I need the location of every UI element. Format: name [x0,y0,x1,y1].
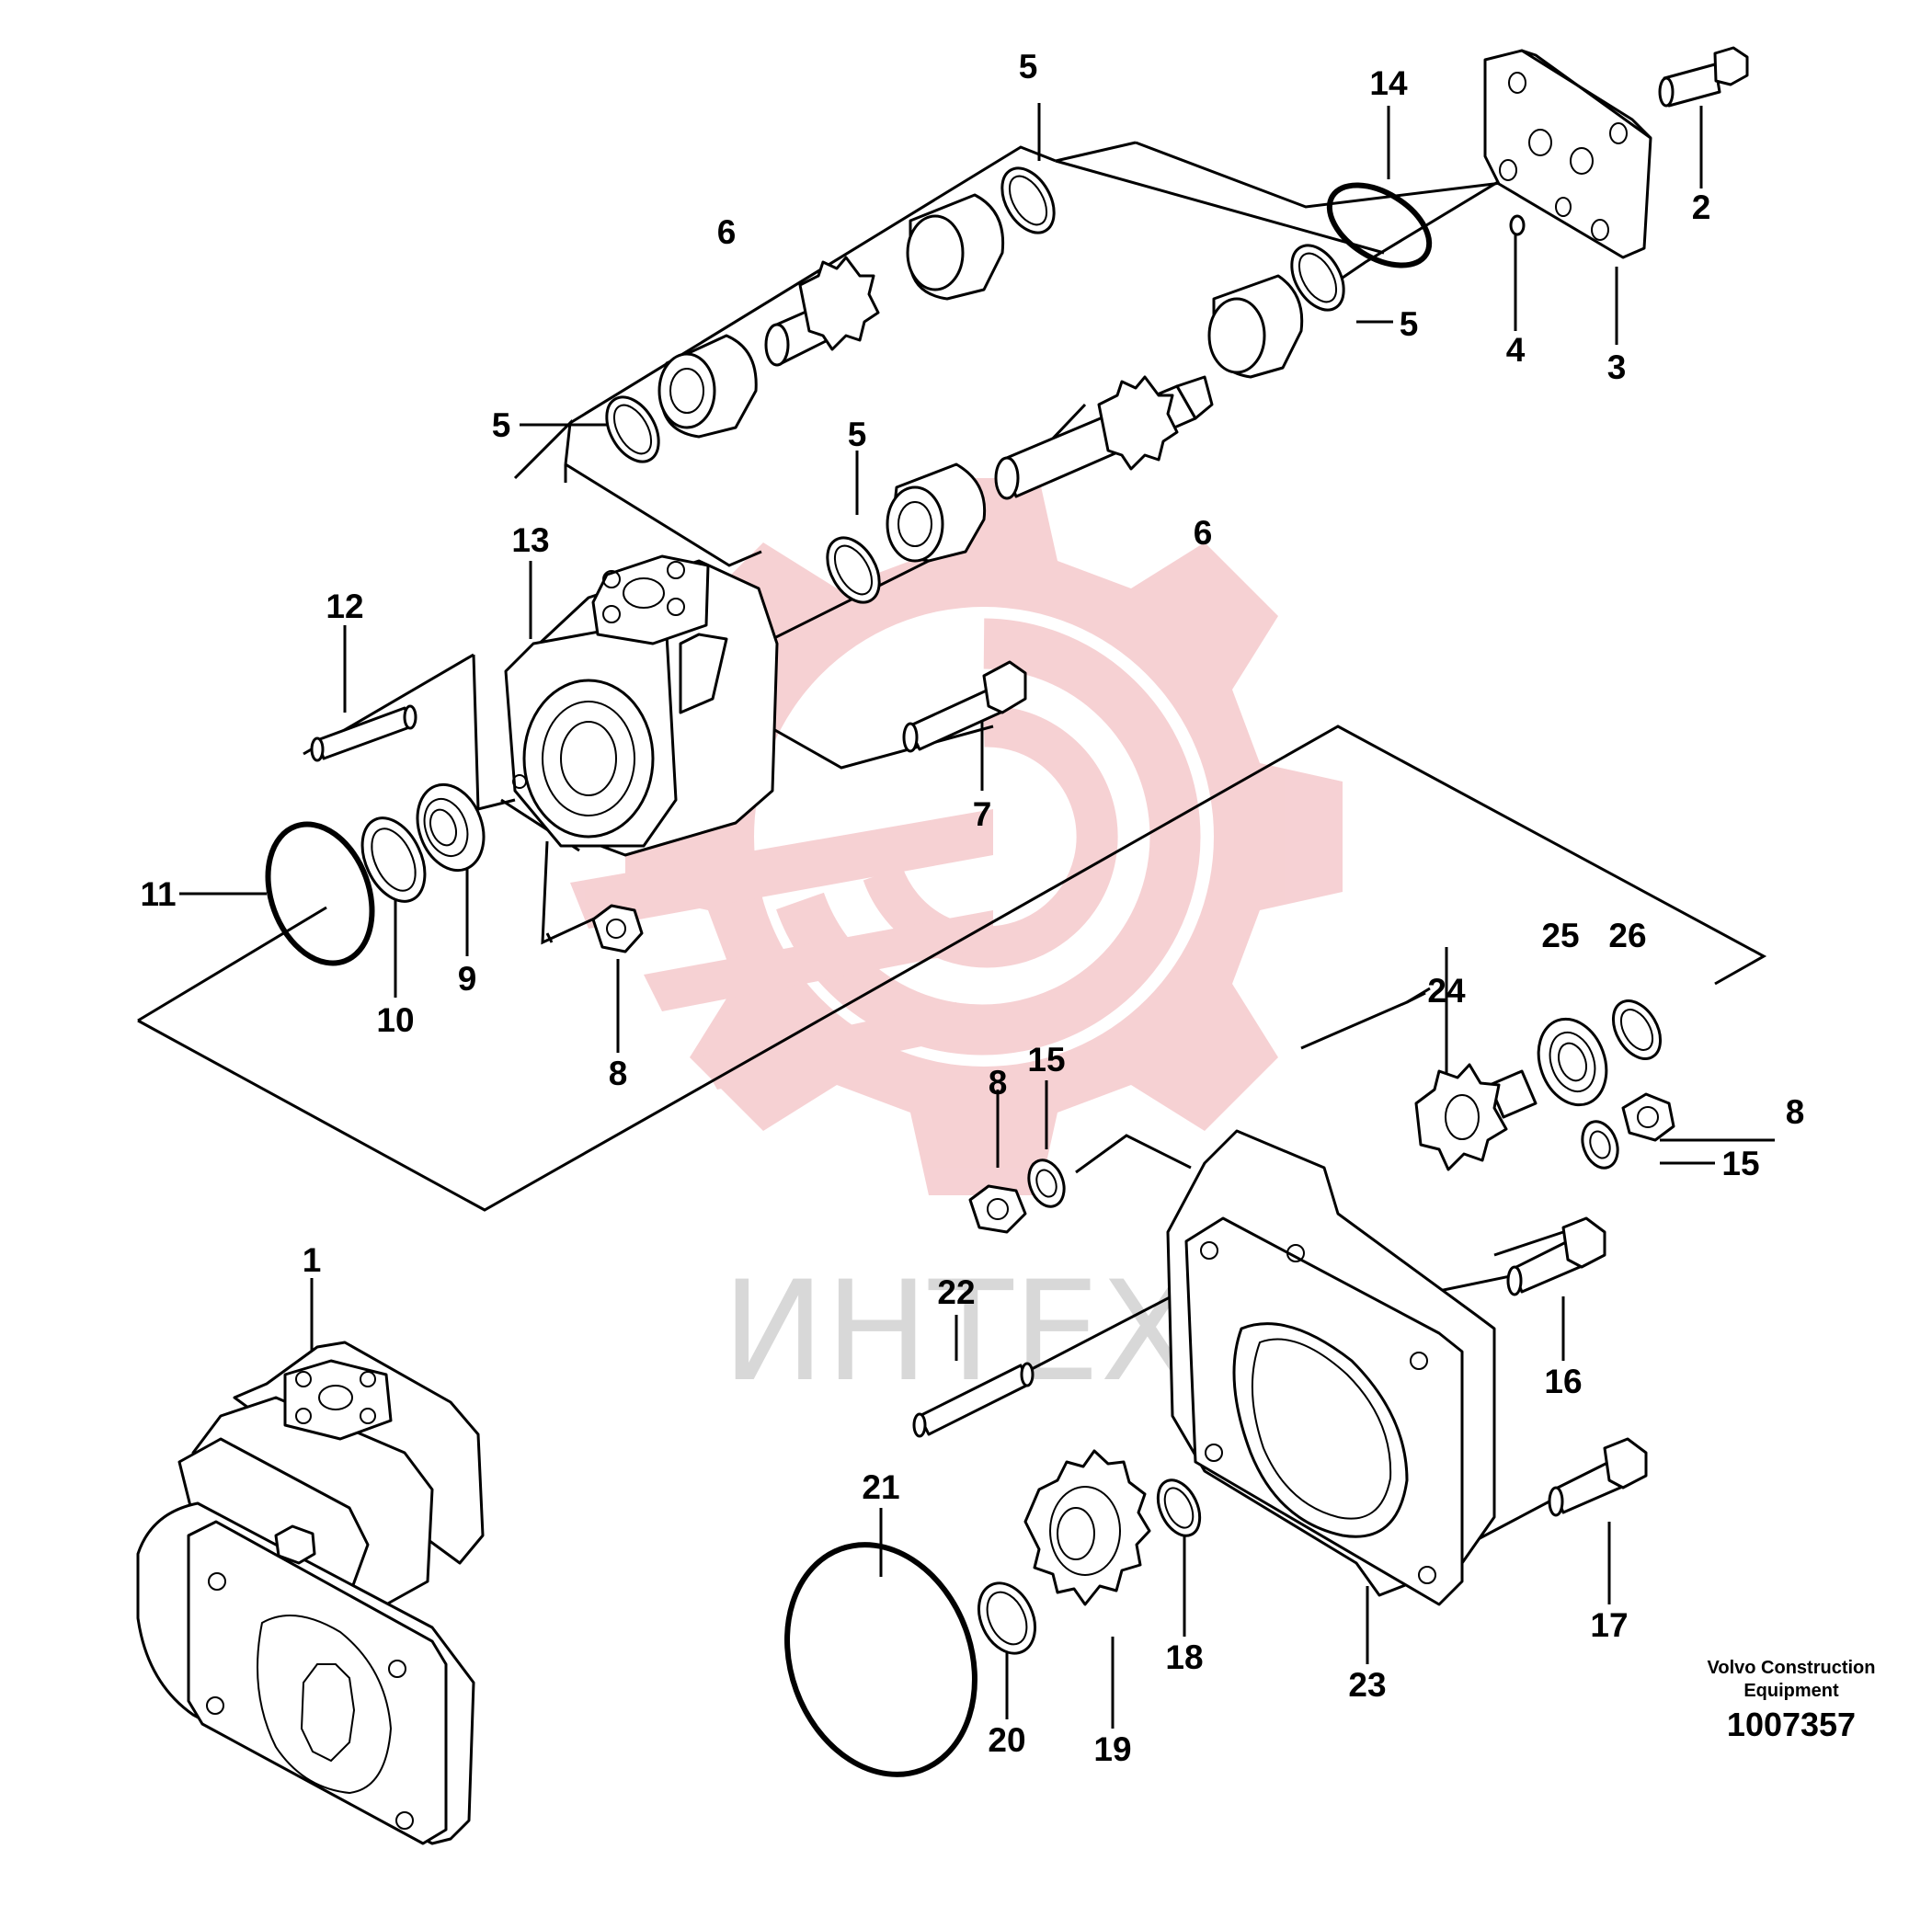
part-14-seal [1326,182,1433,268]
label-21: 21 [862,1468,899,1506]
part-6-lower-gear-set [886,274,1304,563]
part-22-stud [912,1362,1035,1438]
label-8: 8 [1786,1093,1805,1131]
label-5: 5 [492,406,511,444]
label-13: 13 [511,521,549,559]
part-24-pinion-gear [1414,1063,1538,1171]
part-8-nut-upper [591,904,644,953]
part-26-snap-ring [1611,999,1663,1060]
label-20: 20 [988,1721,1025,1759]
watermark-text: ИНТЕХ [722,1252,1195,1412]
part-15-washer-middle [1027,1159,1066,1208]
part-10-snap-ring [360,816,427,903]
label-11: 11 [140,875,176,913]
part-11-oring [265,821,375,966]
label-15: 15 [1721,1145,1759,1182]
label-15: 15 [1027,1041,1065,1079]
label-19: 19 [1093,1730,1131,1768]
part-13-pump-housing [504,554,779,857]
part-25-bearing [1537,1017,1608,1107]
label-8: 8 [609,1055,628,1092]
caption-company-line2: Equipment [1743,1681,1839,1701]
part-17-bolt [1548,1437,1648,1517]
caption-illustration-number: 1007357 [1727,1706,1856,1743]
part-9-bearing [416,782,486,873]
label-17: 17 [1590,1606,1628,1644]
label-8: 8 [989,1064,1008,1101]
label-5: 5 [1019,48,1038,86]
label-23: 23 [1348,1666,1386,1704]
part-2-bolt [1658,46,1749,108]
part-8-nut-middle [968,1184,1027,1234]
part-15-washer-right [1581,1120,1619,1170]
watermark-gear-logo [570,478,1343,1195]
part-8-nut-right [1621,1092,1675,1142]
part-20-seal-ring [977,1581,1036,1655]
label-1: 1 [303,1241,322,1279]
part-19-gear [1023,1449,1151,1606]
label-14: 14 [1369,64,1408,102]
part-7-bolt [902,660,1027,753]
part-1-assembled-pump [136,1341,485,1845]
label-6: 6 [1194,514,1213,552]
caption-company-line1: Volvo Construction [1708,1658,1876,1678]
label-22: 22 [937,1273,975,1311]
label-25: 25 [1541,917,1579,954]
part-6-upper-gear-set [657,193,1005,439]
label-26: 26 [1608,917,1646,954]
part-18-snap-ring [1156,1478,1202,1537]
part-23-mounting-flange [1166,1129,1496,1606]
part-12-stud [310,704,417,762]
label-6: 6 [717,213,737,251]
label-18: 18 [1165,1638,1203,1676]
publisher-caption: Volvo Construction Equipment 1007357 [1708,1658,1876,1743]
part-21-oring [784,1542,977,1777]
label-24: 24 [1427,972,1466,1010]
part-3-rear-cover [1483,49,1652,259]
label-4: 4 [1506,331,1526,369]
part-4-oring [1509,214,1526,236]
part-5-seal-rings [605,166,1345,604]
label-12: 12 [326,588,363,625]
label-16: 16 [1544,1363,1582,1400]
callout-labels: 5 14 2 6 5 4 3 5 5 6 13 12 7 11 9 10 8 2… [140,48,1804,1768]
part-16-bolt [1506,1216,1606,1296]
label-5: 5 [848,416,867,453]
label-9: 9 [458,960,477,998]
label-2: 2 [1692,188,1711,226]
label-5: 5 [1400,305,1419,343]
label-10: 10 [376,1001,414,1039]
label-7: 7 [973,795,992,833]
label-3: 3 [1607,348,1627,386]
